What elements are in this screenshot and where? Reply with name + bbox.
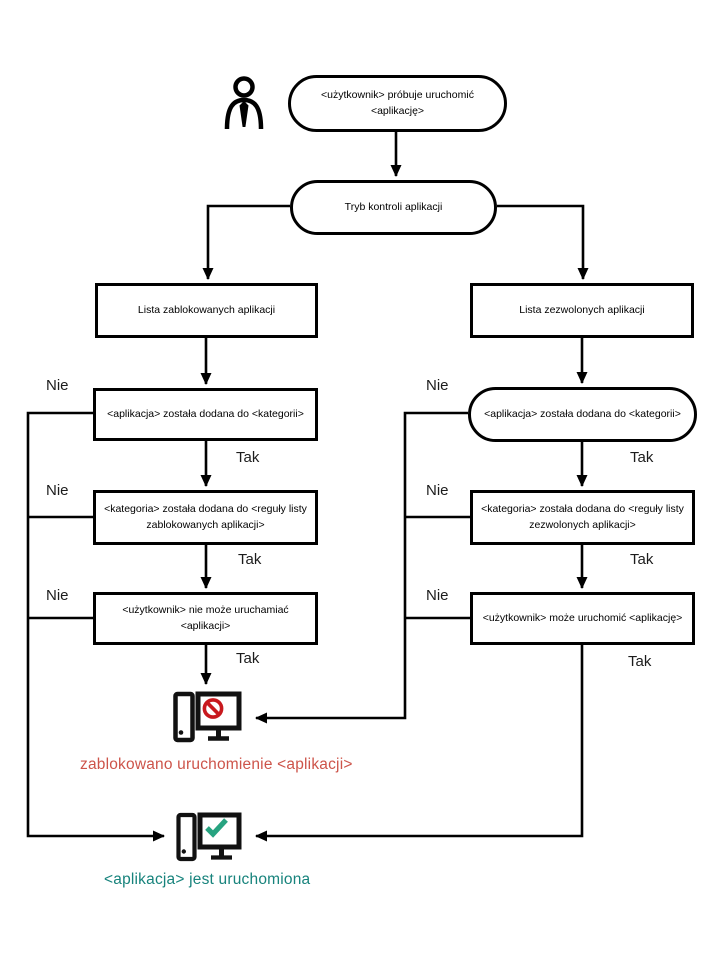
yes-label-left-2: Tak [238,551,262,568]
no-label-right-3: Nie [426,587,449,604]
start-node: <użytkownik> próbuje uruchomić <aplikacj… [288,75,507,132]
connector-allowed-no-rail [255,411,468,724]
running-outcome-text: <aplikacja> jest uruchomiona [104,871,311,888]
mode-node: Tryb kontroli aplikacji [290,180,497,235]
allowed-result-node: <użytkownik> może uruchomić <aplikację> [470,592,695,645]
user-icon [224,76,264,130]
allowed-category-node: <aplikacja> została dodana do <kategorii… [468,387,697,442]
prohibition-icon [202,698,224,719]
yes-label-right-1: Tak [630,449,654,466]
connector-allowed-result-yes [255,645,584,842]
blocked-outcome-text: zablokowano uruchomienie <aplikacji> [80,756,353,773]
no-label-left-3: Nie [46,587,69,604]
yes-label-left-1: Tak [236,449,260,466]
blocked-result-node: <użytkownik> nie może uruchamiać <aplika… [93,592,318,645]
yes-label-right-3: Tak [628,653,652,670]
no-label-right-2: Nie [426,482,449,499]
no-label-left-1: Nie [46,377,69,394]
blocked-category-node: <aplikacja> została dodana do <kategorii… [93,388,318,441]
no-label-right-1: Nie [426,377,449,394]
blocked-rule-node: <kategoria> została dodana do <reguły li… [93,490,318,545]
check-icon [205,818,228,838]
connector-mode-to-allowed-list [497,204,589,280]
yes-label-left-3: Tak [236,650,260,667]
no-label-left-2: Nie [46,482,69,499]
allowed-list-node: Lista zezwolonych aplikacji [470,283,694,338]
yes-label-right-2: Tak [630,551,654,568]
allowed-rule-node: <kategoria> została dodana do <reguły li… [470,490,695,545]
connector-blocked-no-rail [26,411,165,842]
running-computer-icon [176,812,242,862]
connector-mode-to-blocked-list [202,204,290,280]
blocked-list-node: Lista zablokowanych aplikacji [95,283,318,338]
blocked-computer-icon [173,691,242,743]
